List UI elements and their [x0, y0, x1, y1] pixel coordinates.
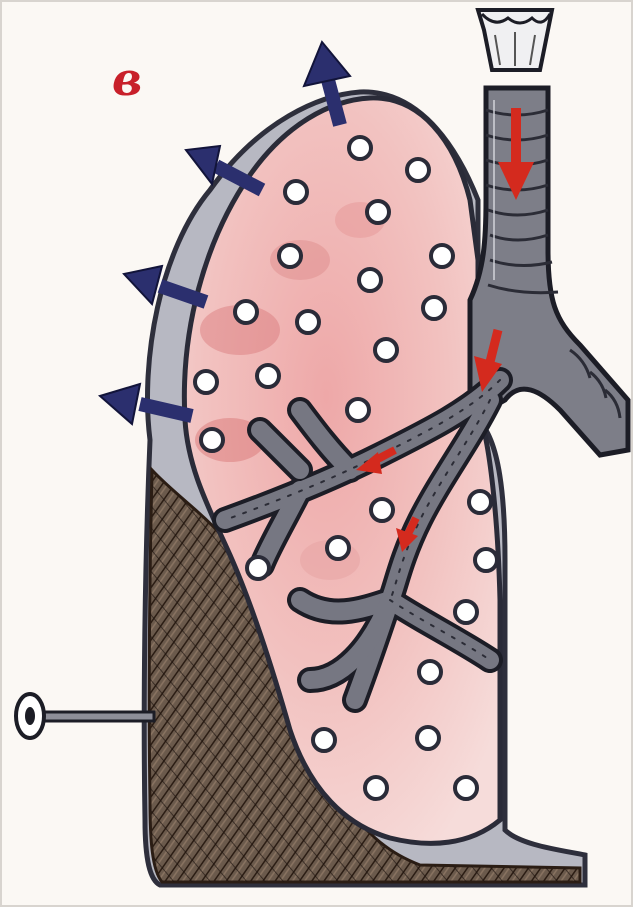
alveolus-icon	[247, 557, 269, 579]
alveolus-icon	[327, 537, 349, 559]
alveolus-icon	[365, 777, 387, 799]
alveolus-icon	[407, 159, 429, 181]
alveolus-icon	[349, 137, 371, 159]
alveolus-icon	[297, 311, 319, 333]
alveolus-icon	[375, 339, 397, 361]
alveolus-icon	[235, 301, 257, 323]
alveolus-icon	[279, 245, 301, 267]
alveolus-icon	[195, 371, 217, 393]
alveolus-icon	[417, 727, 439, 749]
alveolus-icon	[469, 491, 491, 513]
alveolus-icon	[455, 601, 477, 623]
alveolus-icon	[257, 365, 279, 387]
alveolus-icon	[423, 297, 445, 319]
alveolus-icon	[201, 429, 223, 451]
alveolus-icon	[431, 245, 453, 267]
alveolus-icon	[475, 549, 497, 571]
alveolus-icon	[313, 729, 335, 751]
needle-icon	[16, 694, 154, 738]
alveolus-icon	[371, 499, 393, 521]
alveolus-icon	[359, 269, 381, 291]
alveolus-icon	[455, 777, 477, 799]
alveolus-icon	[419, 661, 441, 683]
alveolus-icon	[347, 399, 369, 421]
alveolus-icon	[285, 181, 307, 203]
alveolus-icon	[367, 201, 389, 223]
